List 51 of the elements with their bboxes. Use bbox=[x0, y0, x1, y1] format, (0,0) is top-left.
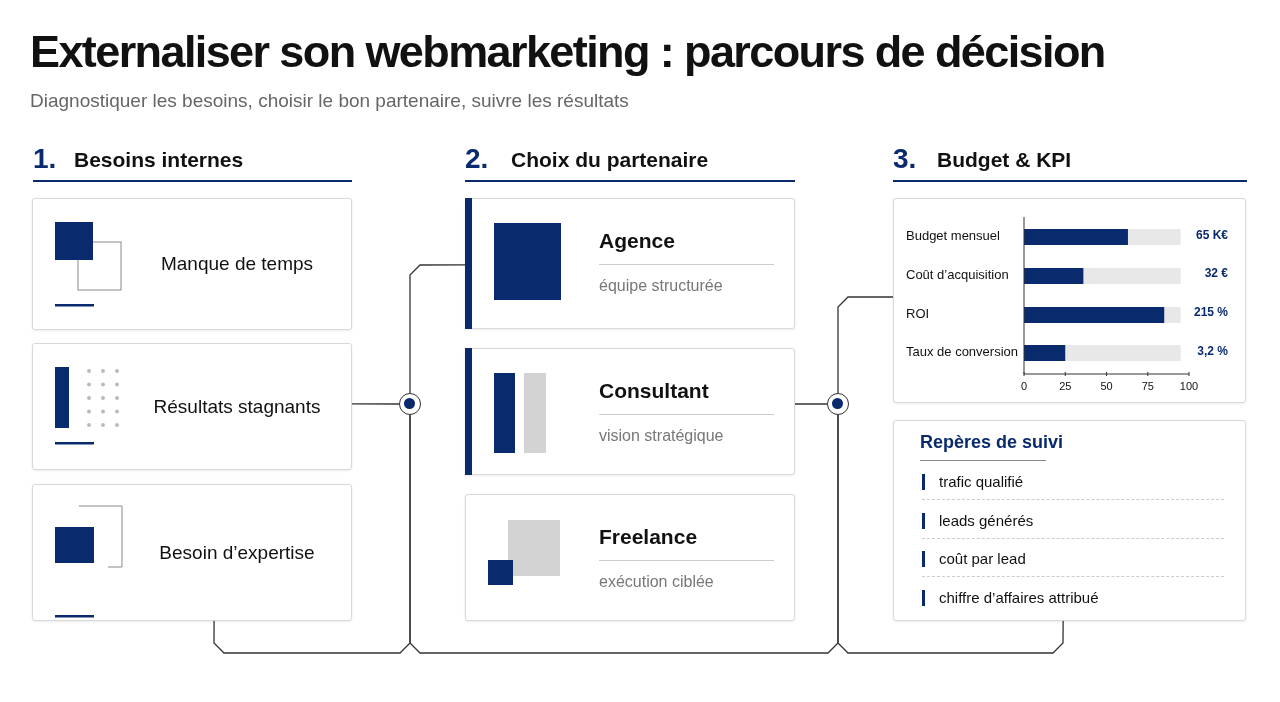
card-heading: Freelance bbox=[599, 525, 698, 549]
card-text: Manque de temps bbox=[159, 252, 315, 276]
tick-label: 50 bbox=[1099, 380, 1114, 392]
card-subtext: vision stratégique bbox=[599, 427, 724, 445]
card bbox=[465, 348, 795, 475]
list-item: chiffre d’affaires attribué bbox=[939, 588, 1099, 606]
connector-line bbox=[351, 403, 400, 405]
tick-label: 100 bbox=[1178, 380, 1200, 392]
step-number: 2. bbox=[465, 143, 489, 175]
value-label: 65 K€ bbox=[1195, 228, 1228, 242]
category-label: ROI bbox=[906, 306, 930, 321]
card-text: Besoin d’expertise bbox=[158, 540, 316, 565]
category-label: Taux de conversion bbox=[906, 344, 1018, 359]
list-item: trafic qualifié bbox=[939, 473, 1024, 490]
category-label: Budget mensuel bbox=[906, 228, 1000, 243]
card-subtext: exécution ciblée bbox=[599, 573, 714, 591]
subtitle: Diagnostiquer les besoins, choisir le bon partenaire, suivre les résultats bbox=[30, 90, 629, 112]
value-label: 3,2 % bbox=[1197, 344, 1228, 358]
tick-label: 25 bbox=[1058, 380, 1073, 392]
tick-label: 75 bbox=[1140, 380, 1155, 392]
tick-label: 0 bbox=[1019, 380, 1029, 392]
card bbox=[32, 343, 352, 470]
card-heading: Agence bbox=[599, 229, 675, 253]
section-heading: Besoins internes bbox=[74, 148, 244, 172]
connector-line bbox=[409, 264, 466, 394]
card-text: Résultats stagnants bbox=[152, 394, 322, 419]
value-label: 32 € bbox=[1204, 266, 1228, 280]
card bbox=[893, 420, 1246, 621]
connector-line bbox=[837, 414, 1064, 654]
chart-card bbox=[893, 198, 1246, 403]
connector-line bbox=[794, 403, 828, 405]
category-label: Coût d’acquisition bbox=[906, 267, 1009, 282]
section-heading: Choix du partenaire bbox=[511, 148, 709, 172]
title: Externaliser son webmarketing : parcours de décision bbox=[30, 26, 1105, 78]
list-item: coût par lead bbox=[939, 550, 1026, 567]
card-heading: Repères de suivi bbox=[920, 432, 1064, 453]
list-item: leads générés bbox=[939, 511, 1034, 529]
card bbox=[32, 198, 352, 330]
connector-line bbox=[837, 296, 894, 394]
value-label: 215 % bbox=[1193, 305, 1228, 319]
step-number: 3. bbox=[893, 143, 917, 175]
card bbox=[465, 198, 795, 329]
card bbox=[465, 494, 795, 621]
card-heading: Consultant bbox=[599, 379, 709, 403]
step-number: 1. bbox=[33, 143, 57, 175]
card-subtext: équipe structurée bbox=[599, 277, 723, 295]
section-heading: Budget & KPI bbox=[937, 148, 1072, 172]
junction-node bbox=[399, 393, 421, 415]
connector-line bbox=[409, 414, 839, 654]
card bbox=[32, 484, 352, 621]
junction-node bbox=[827, 393, 849, 415]
